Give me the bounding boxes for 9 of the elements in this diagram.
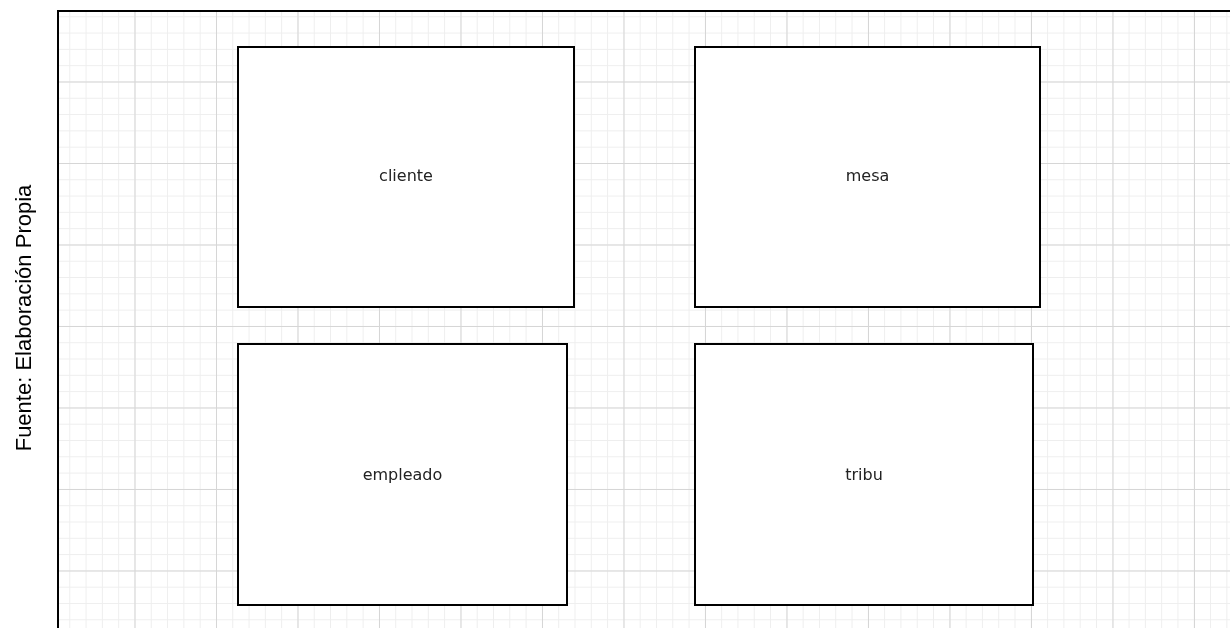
entity-name: empleado: [362, 465, 443, 484]
entity-name: mesa: [845, 165, 890, 185]
entity-box: [694, 343, 1034, 606]
source-note: Fuente: Elaboración Propia: [11, 184, 37, 452]
entity-box: [694, 46, 1041, 308]
entity-name: tribu: [845, 465, 883, 484]
entity-box: [237, 343, 568, 606]
entity-box: [237, 46, 575, 308]
entity-name: cliente: [379, 165, 433, 185]
